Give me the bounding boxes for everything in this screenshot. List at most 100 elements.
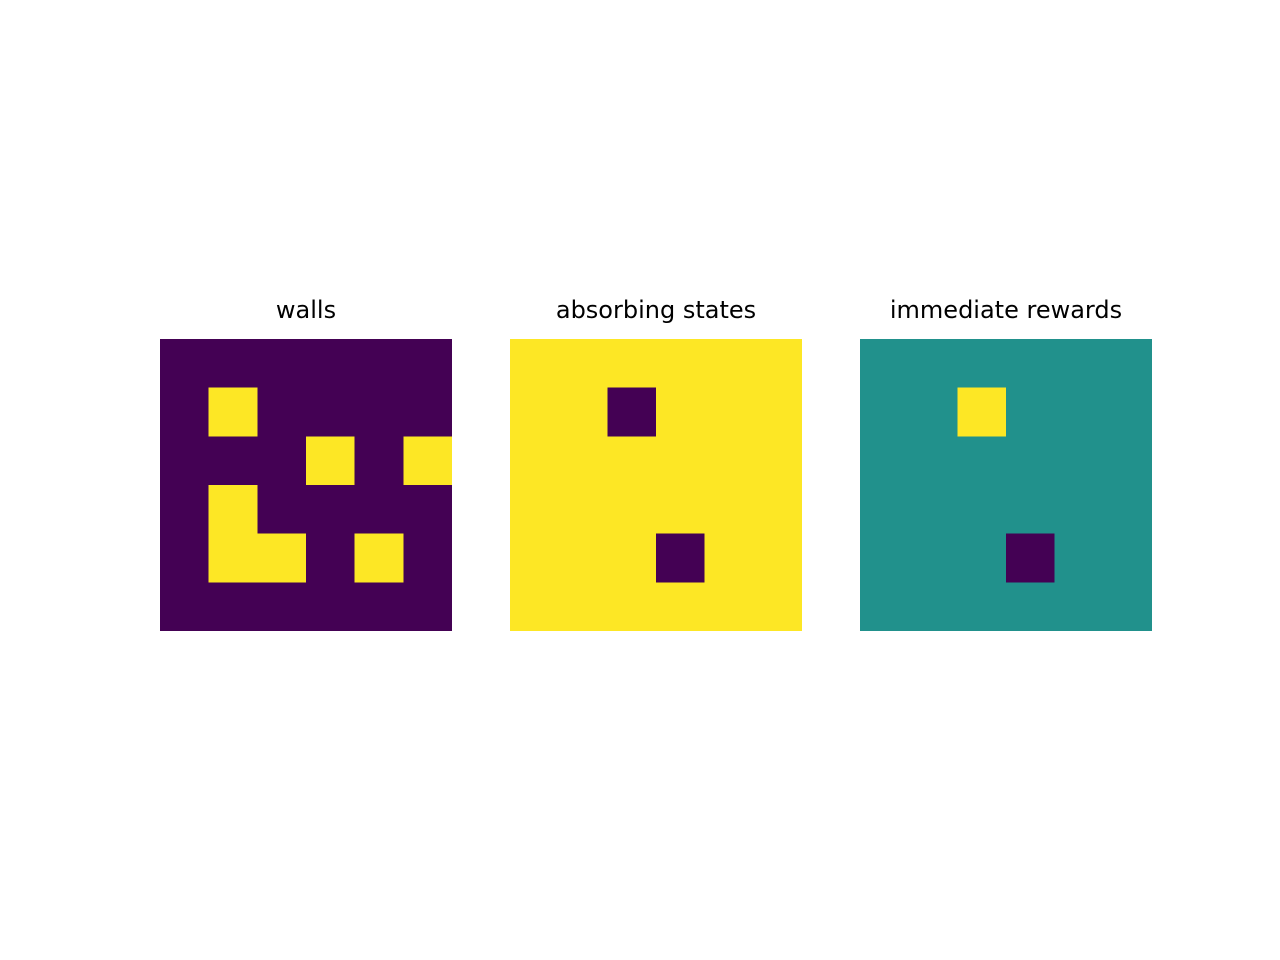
walls-cell-r3-c1	[208, 485, 258, 535]
walls-cell-r1-c0	[160, 387, 210, 437]
absorbing-states-cell-r4-c0	[510, 533, 560, 583]
walls-cell-r0-c4	[354, 339, 404, 389]
absorbing-states-heatmap	[510, 339, 802, 631]
walls-cell-r2-c1	[208, 436, 258, 486]
absorbing-states-cell-r5-c5	[753, 582, 802, 631]
walls-cell-r3-c3	[306, 485, 356, 535]
absorbing-states-cell-r4-c3	[656, 533, 706, 583]
immediate-rewards-cell-r0-c4	[1054, 339, 1104, 389]
walls-cell-r1-c4	[354, 387, 404, 437]
immediate-rewards-cell-r1-c5	[1103, 387, 1152, 437]
immediate-rewards-cell-r5-c4	[1054, 582, 1104, 631]
immediate-rewards-cell-r3-c0	[860, 485, 910, 535]
absorbing-states-cell-r0-c1	[558, 339, 608, 389]
walls-cell-r2-c0	[160, 436, 210, 486]
walls-cell-r5-c5	[403, 582, 452, 631]
walls-cell-r3-c2	[257, 485, 307, 535]
walls-heatmap	[160, 339, 452, 631]
walls-cell-r1-c1	[208, 387, 258, 437]
immediate-rewards-cell-r3-c5	[1103, 485, 1152, 535]
absorbing-states-title: absorbing states	[555, 296, 757, 324]
immediate-rewards-cell-r5-c3	[1006, 582, 1056, 631]
absorbing-states-cell-r4-c4	[704, 533, 754, 583]
walls-cell-r0-c0	[160, 339, 210, 389]
walls-cell-r2-c5	[403, 436, 452, 486]
walls-cell-r1-c2	[257, 387, 307, 437]
absorbing-states-cell-r3-c2	[607, 485, 657, 535]
walls-cell-r5-c4	[354, 582, 404, 631]
walls-cell-r5-c1	[208, 582, 258, 631]
walls-panel: walls	[106, 286, 506, 646]
immediate-rewards-cell-r0-c5	[1103, 339, 1152, 389]
walls-cell-r4-c5	[403, 533, 452, 583]
absorbing-states-cell-r1-c2	[607, 387, 657, 437]
walls-cell-r2-c4	[354, 436, 404, 486]
immediate-rewards-cell-r1-c4	[1054, 387, 1104, 437]
walls-cell-r4-c4	[354, 533, 404, 583]
immediate-rewards-cell-r2-c0	[860, 436, 910, 486]
absorbing-states-cell-r5-c0	[510, 582, 560, 631]
immediate-rewards-cell-r4-c3	[1006, 533, 1056, 583]
walls-cell-r0-c2	[257, 339, 307, 389]
walls-cell-r5-c2	[257, 582, 307, 631]
absorbing-states-cell-r3-c0	[510, 485, 560, 535]
immediate-rewards-cell-r4-c1	[908, 533, 958, 583]
absorbing-states-cell-r1-c4	[704, 387, 754, 437]
absorbing-states-cell-r0-c3	[656, 339, 706, 389]
walls-cell-r3-c5	[403, 485, 452, 535]
immediate-rewards-cell-r4-c2	[957, 533, 1007, 583]
immediate-rewards-panel: immediate rewards	[806, 286, 1206, 646]
absorbing-states-cell-r3-c3	[656, 485, 706, 535]
immediate-rewards-cell-r0-c0	[860, 339, 910, 389]
absorbing-states-cell-r5-c2	[607, 582, 657, 631]
absorbing-states-cell-r3-c4	[704, 485, 754, 535]
immediate-rewards-cell-r5-c1	[908, 582, 958, 631]
absorbing-states-cell-r0-c0	[510, 339, 560, 389]
walls-cell-r5-c0	[160, 582, 210, 631]
absorbing-states-cell-r0-c5	[753, 339, 802, 389]
immediate-rewards-cell-r0-c2	[957, 339, 1007, 389]
walls-cell-r4-c3	[306, 533, 356, 583]
walls-cell-r0-c3	[306, 339, 356, 389]
walls-cell-r1-c5	[403, 387, 452, 437]
absorbing-states-cell-r1-c0	[510, 387, 560, 437]
absorbing-states-cell-r2-c1	[558, 436, 608, 486]
absorbing-states-cell-r2-c4	[704, 436, 754, 486]
absorbing-states-cell-r3-c1	[558, 485, 608, 535]
immediate-rewards-cell-r3-c2	[957, 485, 1007, 535]
absorbing-states-cell-r5-c4	[704, 582, 754, 631]
immediate-rewards-cell-r2-c4	[1054, 436, 1104, 486]
immediate-rewards-cell-r3-c1	[908, 485, 958, 535]
immediate-rewards-cell-r2-c5	[1103, 436, 1152, 486]
absorbing-states-cell-r1-c5	[753, 387, 802, 437]
absorbing-states-cell-r5-c1	[558, 582, 608, 631]
walls-cell-r3-c4	[354, 485, 404, 535]
absorbing-states-cell-r1-c3	[656, 387, 706, 437]
walls-cell-r1-c3	[306, 387, 356, 437]
immediate-rewards-cell-r1-c2	[957, 387, 1007, 437]
absorbing-states-cell-r3-c5	[753, 485, 802, 535]
walls-cell-r4-c1	[208, 533, 258, 583]
walls-cell-r5-c3	[306, 582, 356, 631]
walls-cell-r0-c5	[403, 339, 452, 389]
walls-cell-r4-c0	[160, 533, 210, 583]
walls-cell-r4-c2	[257, 533, 307, 583]
absorbing-states-cell-r0-c4	[704, 339, 754, 389]
walls-cell-r2-c2	[257, 436, 307, 486]
immediate-rewards-cell-r4-c5	[1103, 533, 1152, 583]
immediate-rewards-cell-r4-c0	[860, 533, 910, 583]
immediate-rewards-cell-r3-c4	[1054, 485, 1104, 535]
immediate-rewards-cell-r5-c5	[1103, 582, 1152, 631]
immediate-rewards-cell-r1-c1	[908, 387, 958, 437]
immediate-rewards-cell-r1-c0	[860, 387, 910, 437]
immediate-rewards-cell-r5-c0	[860, 582, 910, 631]
absorbing-states-cell-r2-c3	[656, 436, 706, 486]
walls-cell-r3-c0	[160, 485, 210, 535]
immediate-rewards-cell-r0-c1	[908, 339, 958, 389]
immediate-rewards-cell-r5-c2	[957, 582, 1007, 631]
absorbing-states-cell-r4-c2	[607, 533, 657, 583]
immediate-rewards-cell-r2-c2	[957, 436, 1007, 486]
immediate-rewards-cell-r1-c3	[1006, 387, 1056, 437]
immediate-rewards-cell-r2-c1	[908, 436, 958, 486]
immediate-rewards-cell-r4-c4	[1054, 533, 1104, 583]
